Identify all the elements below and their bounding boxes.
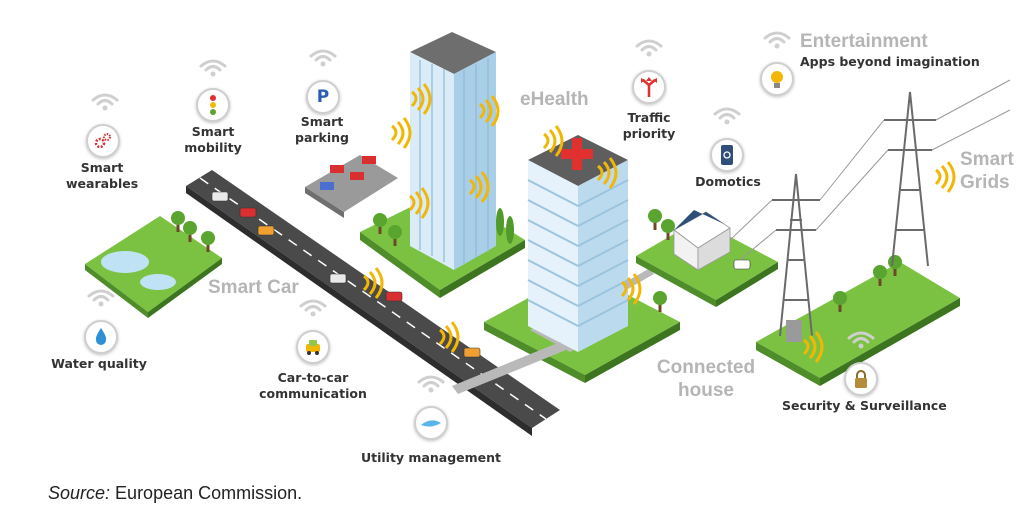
utility-management-label: Utility management xyxy=(360,450,502,465)
park-tile xyxy=(85,211,222,318)
red-cross xyxy=(561,138,593,170)
wifi-icon xyxy=(309,49,337,68)
wifi-icon xyxy=(763,31,791,50)
apps-label: Apps beyond imagination xyxy=(800,54,980,69)
office-tower xyxy=(410,32,496,270)
security-label: Security & Surveillance xyxy=(782,398,947,413)
entertainment-heading: Entertainment xyxy=(800,31,928,52)
car-to-car-label: Car-to-car communication xyxy=(259,370,367,401)
water-pipe-icon xyxy=(414,406,448,440)
wifi-icon xyxy=(199,59,227,78)
directions-arrows-icon xyxy=(632,70,666,104)
ehealth-heading: eHealth xyxy=(520,89,589,110)
domotics-label: Domotics xyxy=(695,174,761,189)
smart-wearables-label: Smart wearables xyxy=(66,160,139,191)
hospital-building xyxy=(527,135,629,352)
wifi-icon xyxy=(847,331,875,350)
wifi-icon xyxy=(417,375,445,394)
parking-letter: P xyxy=(316,87,330,107)
connected-house-heading: Connected house xyxy=(656,357,756,401)
wifi-icon xyxy=(635,39,663,58)
wifi-icon xyxy=(713,107,741,126)
lightbulb-icon xyxy=(760,62,794,96)
gears-icon xyxy=(86,124,120,158)
traffic-priority-label: Traffic priority xyxy=(622,110,676,141)
wifi-icon xyxy=(91,93,119,112)
smart-mobility-label: Smart mobility xyxy=(184,124,242,155)
parking-tile xyxy=(305,155,398,218)
wifi-icon xyxy=(299,299,327,318)
traffic-light-icon xyxy=(196,88,230,122)
source-label: Source: xyxy=(48,483,111,503)
smartphone-icon xyxy=(710,138,744,172)
wifi-icon xyxy=(87,289,115,308)
house-tile xyxy=(636,209,778,307)
smart-grids-heading: Smart Grids xyxy=(960,149,1014,193)
car-icon xyxy=(296,330,330,364)
padlock-icon xyxy=(844,362,878,396)
source-caption: Source: European Commission. xyxy=(48,483,302,504)
water-quality-label: Water quality xyxy=(51,356,147,371)
smart-parking-label: Smart parking xyxy=(295,114,349,145)
power-pylons xyxy=(729,79,1011,337)
source-text: European Commission. xyxy=(110,483,303,503)
smart-car-heading: Smart Car xyxy=(208,277,299,298)
water-drop-icon xyxy=(84,320,118,354)
parking-icon: P xyxy=(306,80,340,114)
